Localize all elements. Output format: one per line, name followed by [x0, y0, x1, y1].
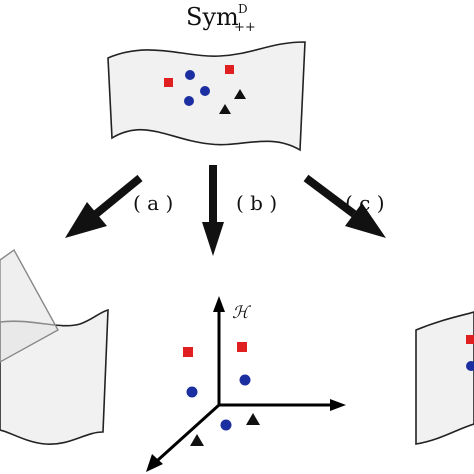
arrow-a: [65, 174, 143, 238]
h-circle-3: [220, 419, 232, 431]
title-superscript: D: [238, 2, 248, 16]
h-square-1: [183, 347, 193, 357]
top-manifold-surface: [107, 41, 306, 152]
title-subscript: ++: [234, 20, 256, 35]
h-circle-2: [239, 374, 251, 386]
top-triangle-1: [234, 89, 246, 99]
axis-label-h: ℋ: [232, 303, 252, 323]
top-triangle-2: [219, 104, 231, 114]
top-square-2: [225, 65, 234, 74]
arrow-c: [303, 174, 386, 238]
title-base: Sym: [186, 3, 239, 31]
h-triangle-1: [246, 413, 260, 425]
manifold-title: Sym D ++: [186, 2, 256, 35]
h-triangle-2: [190, 434, 204, 446]
top-circle-3: [184, 96, 194, 106]
tangent-plane: [0, 248, 59, 363]
top-circle-2: [200, 86, 210, 96]
arrow-a-label: ( a ): [133, 191, 173, 215]
hilbert-axes: [146, 296, 346, 472]
right-circle: [466, 361, 474, 371]
arrow-c-label: ( c ): [345, 191, 385, 215]
right-square: [466, 335, 474, 344]
right-manifold-surface: [415, 311, 474, 445]
top-square-1: [164, 78, 173, 87]
h-square-2: [237, 342, 247, 352]
arrow-b-label: ( b ): [236, 191, 277, 215]
arrow-b: [202, 165, 224, 256]
h-circle-1: [186, 386, 198, 398]
top-circle-1: [185, 70, 195, 80]
